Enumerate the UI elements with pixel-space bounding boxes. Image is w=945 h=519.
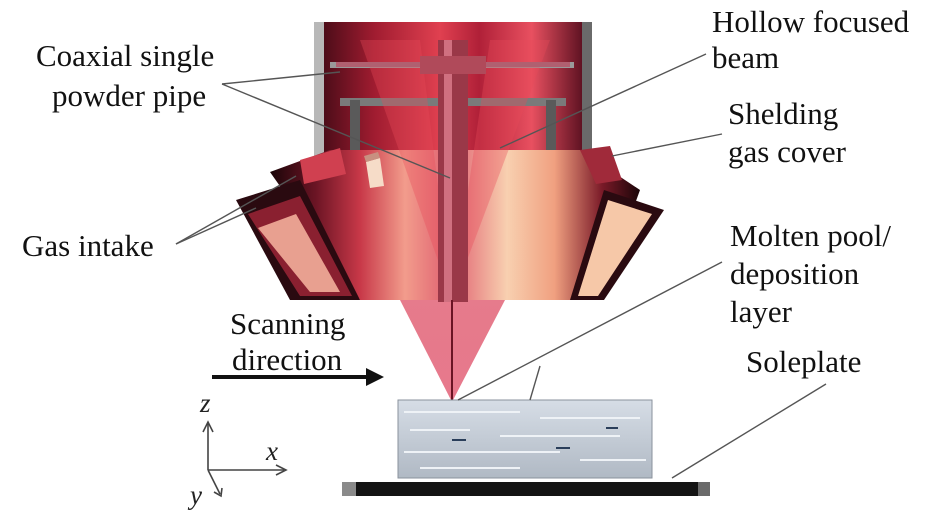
axis-label-y: y (190, 480, 202, 510)
label-coaxial-2: powder pipe (52, 78, 207, 113)
label-shielding-1: Shelding (728, 96, 839, 131)
label-molten-2: deposition (730, 256, 860, 291)
label-coaxial-1: Coaxial single (36, 38, 215, 73)
label-molten-3: layer (730, 294, 792, 329)
label-hollow-beam-2: beam (712, 40, 780, 75)
label-scanning-1: Scanning (230, 306, 346, 341)
label-soleplate: Soleplate (746, 344, 862, 379)
axis-label-z: z (200, 388, 211, 418)
label-scanning-2: direction (232, 342, 343, 377)
scanning-direction-arrow (212, 368, 384, 386)
label-gas-intake: Gas intake (22, 228, 154, 263)
coaxial-powder-pipe (336, 40, 570, 402)
coordinate-axes (202, 420, 288, 498)
soleplate (342, 482, 710, 496)
axis-label-x: x (266, 436, 278, 466)
label-hollow-beam-1: Hollow focused (712, 4, 910, 39)
deposition-layer (397, 399, 653, 479)
leader-lines (175, 53, 827, 479)
label-molten-1: Molten pool/ (730, 218, 892, 253)
nozzle-body (236, 146, 664, 300)
label-shielding-2: gas cover (728, 134, 846, 169)
